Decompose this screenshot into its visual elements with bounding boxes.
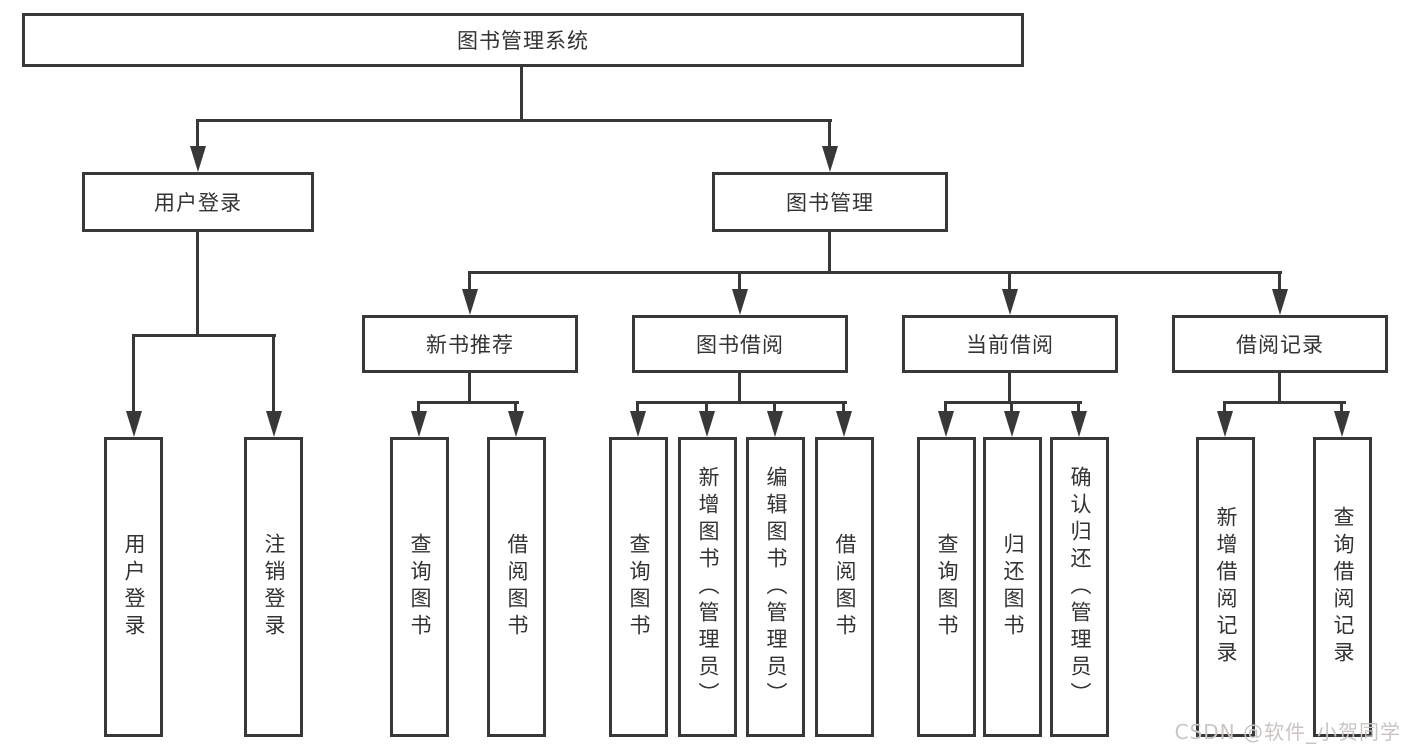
connector-line	[1223, 401, 1346, 404]
connector-line	[417, 401, 519, 404]
leaf-return-books: 归还图书	[983, 437, 1042, 737]
node-borrow-records: 借阅记录	[1172, 315, 1388, 373]
connector-line	[468, 271, 471, 295]
connector-line	[1223, 401, 1226, 416]
arrow-down-icon	[822, 146, 838, 172]
arrow-down-icon	[732, 289, 748, 315]
arrow-down-icon	[190, 146, 206, 172]
leaf-user-login: 用户登录	[104, 437, 163, 737]
leaf-confirm-return-admin: 确认归还（管理员）	[1050, 437, 1109, 737]
leaf-borrow-books: 借阅图书	[815, 437, 874, 737]
connector-line	[468, 371, 471, 404]
connector-line	[272, 334, 275, 416]
arrow-down-icon	[1272, 289, 1288, 315]
node-new-book-recommend: 新书推荐	[362, 315, 578, 373]
arrow-down-icon	[1004, 411, 1020, 437]
node-book-management: 图书管理	[712, 172, 948, 232]
arrow-down-icon	[836, 411, 852, 437]
leaf-add-borrow-record: 新增借阅记录	[1196, 437, 1255, 737]
connector-line	[132, 334, 276, 337]
node-book-borrow: 图书借阅	[632, 315, 848, 373]
connector-line	[196, 119, 832, 122]
leaf-logout: 注销登录	[244, 437, 303, 737]
arrow-down-icon	[630, 411, 646, 437]
arrow-down-icon	[1002, 289, 1018, 315]
connector-line	[944, 401, 1082, 404]
connector-line	[1077, 401, 1080, 416]
arrow-down-icon	[462, 289, 478, 315]
leaf-query-borrow-record: 查询借阅记录	[1313, 437, 1372, 737]
connector-line	[1010, 401, 1013, 416]
connector-line	[944, 401, 947, 416]
arrow-down-icon	[126, 411, 142, 437]
arrow-down-icon	[1334, 411, 1350, 437]
connector-line	[1278, 271, 1281, 295]
leaf-edit-books-admin: 编辑图书（管理员）	[746, 437, 805, 737]
connector-line	[828, 119, 831, 151]
connector-line	[468, 271, 1282, 274]
node-current-borrow: 当前借阅	[902, 315, 1118, 373]
connector-line	[417, 401, 420, 416]
connector-line	[828, 230, 831, 274]
connector-line	[773, 401, 776, 416]
connector-line	[636, 401, 639, 416]
connector-line	[842, 401, 845, 416]
leaf-borrow-books-recommend: 借阅图书	[487, 437, 546, 737]
connector-line	[1008, 271, 1011, 295]
connector-line	[196, 119, 199, 151]
connector-line	[132, 334, 135, 416]
csdn-watermark: CSDN @软件_小贺同学	[1174, 720, 1401, 744]
leaf-add-books-admin: 新增图书（管理员）	[678, 437, 737, 737]
leaf-query-books-recommend: 查询图书	[390, 437, 449, 737]
leaf-query-books-current: 查询图书	[917, 437, 976, 737]
connector-line	[514, 401, 517, 416]
arrow-down-icon	[411, 411, 427, 437]
node-library-system: 图书管理系统	[22, 13, 1024, 67]
connector-line	[1340, 401, 1343, 416]
arrow-down-icon	[266, 411, 282, 437]
connector-line	[196, 230, 199, 337]
arrow-down-icon	[938, 411, 954, 437]
arrow-down-icon	[508, 411, 524, 437]
connector-line	[1008, 371, 1011, 404]
connector-line	[738, 371, 741, 404]
leaf-query-books-borrow: 查询图书	[609, 437, 668, 737]
connector-line	[520, 67, 523, 122]
node-user-login: 用户登录	[82, 172, 314, 232]
connector-line	[636, 401, 847, 404]
arrow-down-icon	[1217, 411, 1233, 437]
connector-line	[1278, 371, 1281, 404]
arrow-down-icon	[1071, 411, 1087, 437]
connector-line	[705, 401, 708, 416]
connector-line	[738, 271, 741, 295]
arrow-down-icon	[767, 411, 783, 437]
arrow-down-icon	[699, 411, 715, 437]
